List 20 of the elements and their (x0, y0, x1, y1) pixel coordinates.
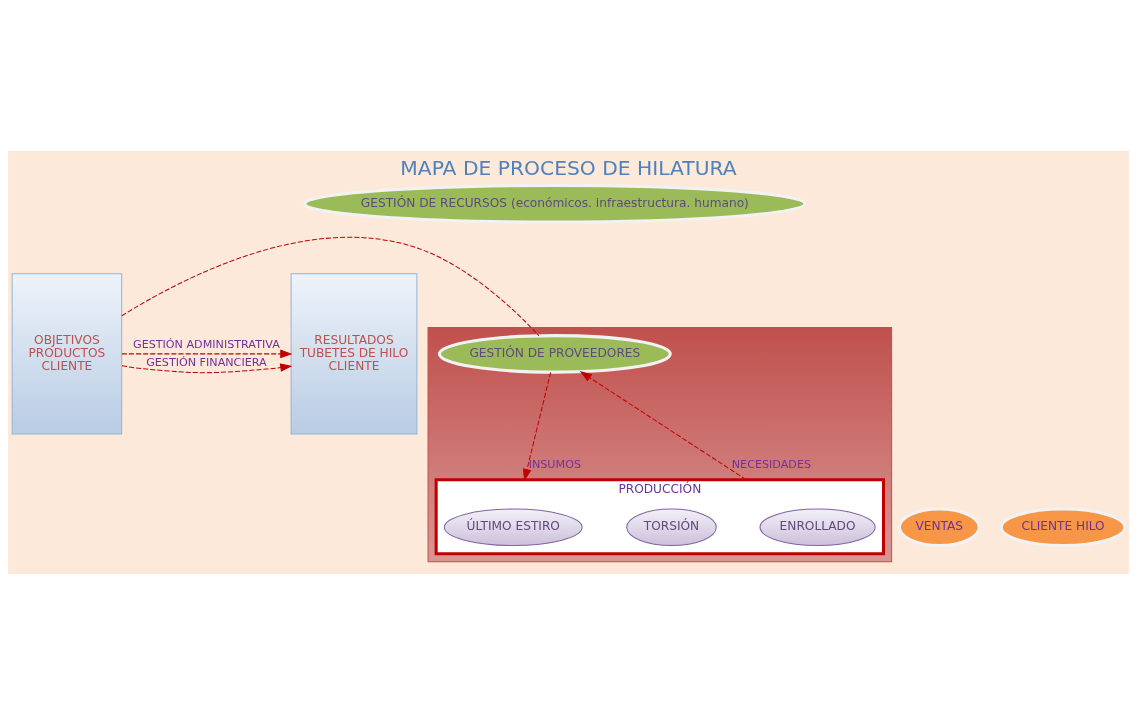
edge-label: GESTIÓN FINANCIERA (146, 355, 267, 369)
node-box: OBJETIVOS PRODUCTOS CLIENTE (11, 272, 123, 434)
node-ellipse: GESTIÓN DE PROVEEDORES (437, 333, 672, 374)
node-ellipse: CLIENTE HILO (999, 507, 1127, 547)
arrow (121, 362, 293, 373)
node-box: RESULTADOS TUBETES DE HILO CLIENTE (290, 272, 418, 434)
node-ellipse: VENTAS (897, 507, 981, 547)
edge-label: NECESIDADES (731, 457, 812, 471)
diagram-title: MAPA DE PROCESO DE HILATURA (400, 155, 737, 180)
node-ellipse: ÚLTIMO ESTIRO (443, 508, 583, 546)
node-ellipse: GESTIÓN DE RECURSOS (económicos. infraestructura. humano) (303, 183, 807, 224)
connector (121, 236, 540, 336)
node-ellipse: ENROLLADO (759, 508, 876, 546)
edge-label: INSUMOS (528, 457, 581, 471)
node-ellipse: TORSIÓN (626, 508, 717, 546)
edge-label: GESTIÓN ADMINISTRATIVA (133, 337, 280, 351)
arrow (579, 370, 747, 480)
cluster (427, 326, 893, 562)
arrow (522, 371, 552, 481)
arrow (121, 349, 293, 358)
